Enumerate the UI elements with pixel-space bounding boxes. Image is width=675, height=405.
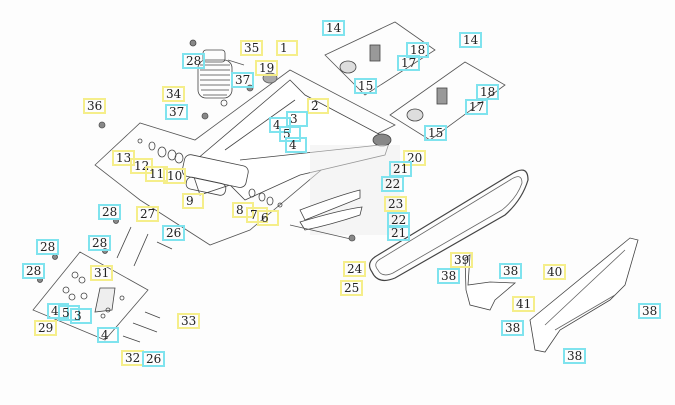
callout-8[interactable]: 8 [232,202,254,218]
callout-28[interactable]: 28 [98,204,122,220]
callout-18[interactable]: 18 [406,42,430,58]
linkage-group-outline [32,251,149,341]
callout-2[interactable]: 2 [307,98,329,114]
callout-37[interactable]: 37 [231,72,255,88]
callout-34[interactable]: 34 [162,86,186,102]
callout-27[interactable]: 27 [136,206,160,222]
callout-28[interactable]: 28 [182,53,206,69]
callout-4[interactable]: 4 [285,137,307,153]
callout-37[interactable]: 37 [165,104,189,120]
callout-9[interactable]: 9 [182,193,204,209]
callout-17[interactable]: 17 [397,55,421,71]
callout-25[interactable]: 25 [340,280,364,296]
callout-1[interactable]: 1 [276,40,298,56]
callout-28[interactable]: 28 [88,235,112,251]
callout-10[interactable]: 10 [163,168,187,184]
callout-19[interactable]: 19 [255,60,279,76]
adjuster-group-outline-upper [324,21,436,96]
shock-absorber [189,39,233,107]
bolt-35 [227,59,245,66]
callout-38[interactable]: 38 [501,320,525,336]
callout-17[interactable]: 17 [465,99,489,115]
callout-41[interactable]: 41 [512,296,536,312]
callout-38[interactable]: 38 [563,348,587,364]
callout-18[interactable]: 18 [476,84,500,100]
callout-24[interactable]: 24 [343,261,367,277]
callout-38[interactable]: 38 [638,303,662,319]
callout-26[interactable]: 26 [142,351,166,367]
chain-guard-39 [464,254,517,311]
callout-23[interactable]: 23 [384,196,408,212]
adjuster-group-outline-lower [389,61,506,141]
callout-21[interactable]: 21 [389,161,413,177]
callout-3[interactable]: 3 [70,308,92,324]
callout-22[interactable]: 22 [381,176,405,192]
callout-26[interactable]: 26 [162,225,186,241]
callout-36[interactable]: 36 [83,98,107,114]
callout-21[interactable]: 21 [387,225,411,241]
nut-36 [98,121,106,129]
linkage-parts [62,226,173,343]
callout-22[interactable]: 22 [387,212,411,228]
callout-31[interactable]: 31 [90,265,114,281]
callout-14[interactable]: 14 [459,32,483,48]
chain-slider-23 [299,189,363,231]
nut-37 [201,112,209,120]
drive-chain [368,169,529,282]
callout-5[interactable]: 5 [58,305,80,321]
callout-15[interactable]: 15 [424,125,448,141]
callout-28[interactable]: 28 [22,263,46,279]
callout-14[interactable]: 14 [322,20,346,36]
callout-29[interactable]: 29 [34,320,58,336]
callout-11[interactable]: 11 [145,166,169,182]
callout-6[interactable]: 6 [257,210,279,226]
callout-28[interactable]: 28 [36,239,60,255]
callout-15[interactable]: 15 [354,78,378,94]
bushings-10-13 [137,138,283,208]
axle-24 [289,224,356,241]
callout-4[interactable]: 4 [97,327,119,343]
callout-33[interactable]: 33 [177,313,201,329]
callout-5[interactable]: 5 [279,126,301,142]
callout-40[interactable]: 40 [543,264,567,280]
chain-cover-40 [529,237,639,353]
callout-32[interactable]: 32 [121,350,145,366]
callout-39[interactable]: 39 [450,252,474,268]
callout-35[interactable]: 35 [240,40,264,56]
callout-38[interactable]: 38 [437,268,461,284]
chain-adjusters [339,44,448,147]
callout-38[interactable]: 38 [499,263,523,279]
